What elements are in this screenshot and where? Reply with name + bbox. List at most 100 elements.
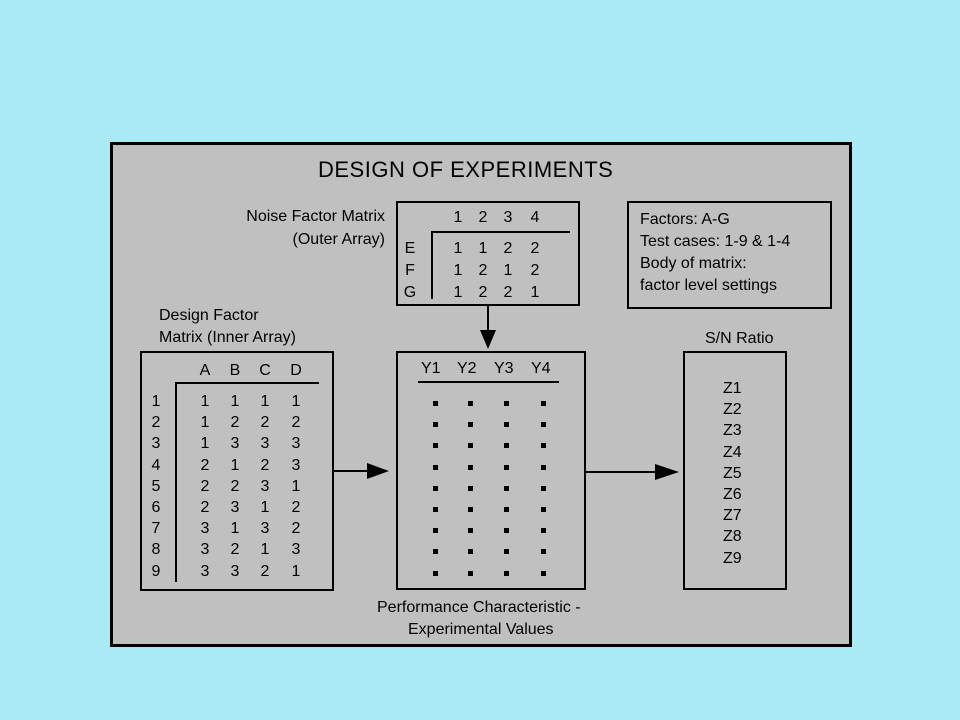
design-cell: 2 <box>200 499 210 516</box>
noise-cell: 1 <box>478 240 488 257</box>
doe-panel: DESIGN OF EXPERIMENTS Noise Factor Matri… <box>110 142 852 647</box>
design-cell: 1 <box>260 499 270 516</box>
noise-cell: 2 <box>478 262 488 279</box>
design-cell: 3 <box>200 520 210 538</box>
legend-line: factor level settings <box>640 277 777 294</box>
noise-column-header: 1 <box>453 209 463 226</box>
noise-cell: 1 <box>453 284 463 301</box>
legend-box <box>627 201 832 309</box>
design-cell: 1 <box>230 456 240 474</box>
design-cell: 2 <box>291 499 301 516</box>
performance-column-header: Y2 <box>457 360 477 377</box>
design-column-header: C <box>259 362 271 379</box>
noise-header-rule <box>431 231 570 233</box>
value-placeholder-dot <box>504 401 509 406</box>
performance-column-header: Y4 <box>531 360 551 377</box>
sn-ratio-value: Z8 <box>723 528 742 546</box>
noise-column-header: 4 <box>530 209 540 226</box>
sn-ratio-value: Z5 <box>723 464 742 482</box>
design-cell: 3 <box>230 499 240 516</box>
value-placeholder-dot <box>468 528 473 534</box>
design-cell: 1 <box>291 562 301 580</box>
design-cell: 1 <box>200 414 210 432</box>
design-cell: 2 <box>230 541 240 559</box>
value-placeholder-dot <box>504 422 509 428</box>
value-placeholder-dot <box>433 422 438 428</box>
noise-row-label: G <box>403 284 417 301</box>
design-cell: 2 <box>260 414 270 432</box>
value-placeholder-dot <box>468 401 473 406</box>
value-placeholder-dot <box>468 422 473 428</box>
performance-caption-2: Experimental Values <box>408 621 554 638</box>
legend-line: Body of matrix: <box>640 255 747 272</box>
design-cell: 2 <box>260 456 270 474</box>
value-placeholder-dot <box>468 570 473 576</box>
design-cell: 2 <box>260 562 270 580</box>
performance-column-header: Y1 <box>421 360 441 377</box>
design-cell: 1 <box>200 435 210 453</box>
design-row-label: 8 <box>151 541 161 559</box>
value-placeholder-dot <box>468 485 473 491</box>
design-cell: 3 <box>230 562 240 580</box>
design-cell: 3 <box>291 456 301 474</box>
design-matrix-label-2: Matrix (Inner Array) <box>159 329 296 346</box>
value-placeholder-dot <box>541 401 546 406</box>
value-placeholder-dot <box>433 443 438 449</box>
value-placeholder-dot <box>468 464 473 470</box>
design-row-label: 6 <box>151 499 161 516</box>
sn-ratio-value: Z9 <box>723 549 742 567</box>
design-cell: 1 <box>230 520 240 538</box>
value-placeholder-dot <box>468 443 473 449</box>
value-placeholder-dot <box>541 443 546 449</box>
value-placeholder-dot <box>504 507 509 512</box>
design-column-header: A <box>199 362 211 379</box>
value-placeholder-dot <box>433 549 438 555</box>
design-cell: 3 <box>291 435 301 453</box>
design-cell: 3 <box>260 477 270 495</box>
value-placeholder-dot <box>541 464 546 470</box>
design-cell: 3 <box>260 435 270 453</box>
design-cell: 2 <box>200 477 210 495</box>
noise-cell: 1 <box>503 262 513 279</box>
noise-row-label: F <box>405 262 415 279</box>
value-placeholder-dot <box>468 507 473 512</box>
sn-ratio-value: Z6 <box>723 486 742 503</box>
value-placeholder-dot <box>433 507 438 512</box>
design-cell: 2 <box>200 456 210 474</box>
sn-ratio-value: Z3 <box>723 422 742 440</box>
diagram-title: DESIGN OF EXPERIMENTS <box>318 157 614 182</box>
noise-label-rule <box>431 231 433 299</box>
design-cell: 3 <box>200 562 210 580</box>
noise-row-label: E <box>404 240 416 257</box>
design-cell: 2 <box>291 414 301 432</box>
noise-cell: 2 <box>503 240 513 257</box>
value-placeholder-dot <box>504 443 509 449</box>
value-placeholder-dot <box>433 485 438 491</box>
value-placeholder-dot <box>433 401 438 406</box>
design-cell: 3 <box>260 520 270 538</box>
design-cell: 1 <box>260 541 270 559</box>
value-placeholder-dot <box>433 570 438 576</box>
performance-caption-1: Performance Characteristic - <box>377 599 581 616</box>
design-cell: 1 <box>200 393 210 410</box>
sn-ratio-value: Z7 <box>723 507 742 525</box>
sn-ratio-label: S/N Ratio <box>705 330 774 347</box>
design-row-label: 5 <box>151 477 161 495</box>
value-placeholder-dot <box>541 485 546 491</box>
sn-ratio-value: Z1 <box>723 380 742 397</box>
design-column-header: B <box>229 362 241 379</box>
noise-cell: 2 <box>503 284 513 301</box>
value-placeholder-dot <box>504 464 509 470</box>
sn-ratio-value: Z4 <box>723 443 742 461</box>
arrow-right-icon <box>586 464 679 480</box>
design-cell: 3 <box>200 541 210 559</box>
value-placeholder-dot <box>504 570 509 576</box>
design-row-label: 4 <box>151 456 161 474</box>
noise-cell: 2 <box>530 262 540 279</box>
value-placeholder-dot <box>504 549 509 555</box>
value-placeholder-dot <box>541 422 546 428</box>
design-row-label: 9 <box>151 562 161 580</box>
design-row-label: 3 <box>151 435 161 453</box>
design-column-header: D <box>290 362 302 379</box>
noise-cell: 1 <box>530 284 540 301</box>
